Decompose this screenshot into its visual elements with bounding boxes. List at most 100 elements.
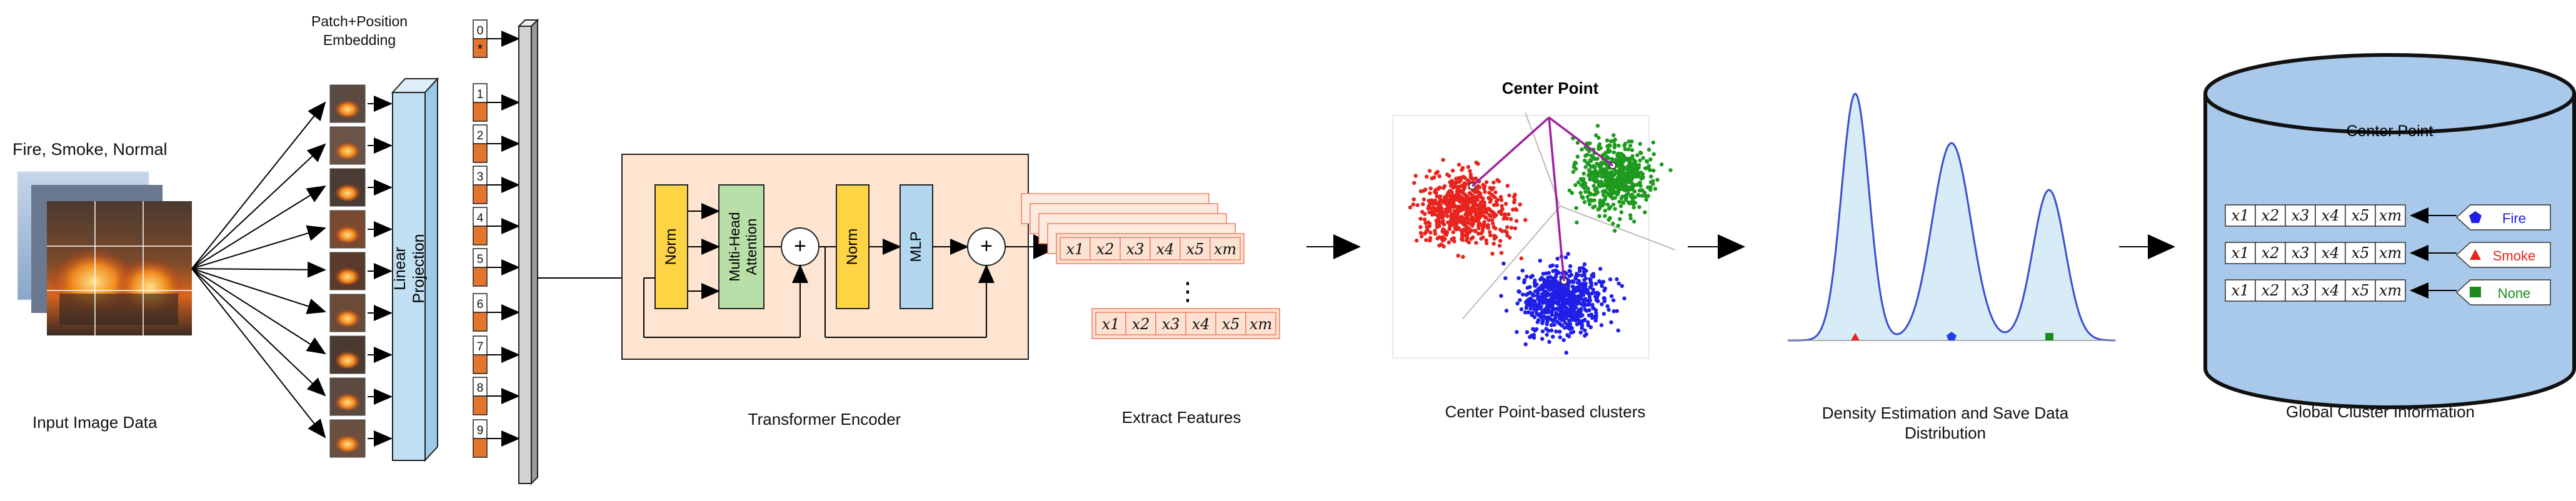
cluster-point (1448, 208, 1453, 212)
cluster-point (1619, 177, 1624, 181)
cluster-point (1622, 296, 1626, 300)
cluster-point (1435, 222, 1440, 227)
cluster-point (1627, 159, 1632, 164)
cluster-point (1588, 280, 1593, 285)
cluster-point (1556, 289, 1561, 294)
position-token: 1 (473, 83, 488, 122)
cluster-point (1491, 203, 1496, 207)
cluster-point (1540, 292, 1545, 296)
cluster-point (1425, 224, 1429, 229)
cluster-point (1651, 152, 1656, 156)
row-token: x5 (2352, 207, 2370, 224)
cluster-point (1453, 204, 1458, 208)
cluster-point (1415, 238, 1419, 243)
cluster-point (1561, 338, 1566, 342)
cluster-point (1576, 180, 1581, 185)
cluster-point (1461, 174, 1466, 179)
cluster-point (1598, 168, 1603, 172)
cluster-point (1411, 197, 1416, 202)
cluster-point (1630, 148, 1635, 152)
cluster-point (1453, 196, 1458, 201)
cluster-point (1595, 161, 1599, 166)
feature-token: x5 (1186, 241, 1205, 258)
cluster-point (1567, 295, 1571, 299)
cluster-group (1499, 252, 1626, 355)
cluster-point (1460, 237, 1465, 242)
cluster-point (1620, 180, 1624, 184)
cluster-point (1541, 314, 1546, 319)
cluster-point (1610, 179, 1614, 183)
cluster-point (1540, 310, 1545, 315)
cluster-point (1576, 313, 1581, 317)
cluster-point (1467, 196, 1471, 201)
cluster-point (1531, 293, 1536, 298)
cluster-point (1447, 174, 1451, 178)
cluster-point (1516, 276, 1521, 280)
feature-token: x2 (1132, 315, 1150, 333)
cluster-point (1478, 214, 1483, 218)
cluster-point (1565, 322, 1570, 327)
cluster-point (1525, 274, 1529, 279)
cluster-point (1563, 255, 1568, 260)
cluster-point (1608, 188, 1612, 192)
linear-projection-block: Linear Projection (391, 77, 439, 462)
cluster-point (1586, 198, 1591, 203)
cluster-point (1549, 297, 1554, 301)
cluster-point (1586, 320, 1590, 325)
database-top (2203, 53, 2576, 134)
cluster-point (1456, 254, 1460, 258)
mlp-block (900, 184, 933, 309)
norm-1-label: Norm (663, 229, 679, 265)
cluster-point (1437, 174, 1441, 179)
cluster-point (1546, 279, 1551, 283)
embedding-title-1: Patch+Position (311, 13, 408, 29)
cluster-point (1505, 230, 1509, 235)
cluster-point (1467, 230, 1472, 234)
cluster-point (1601, 312, 1606, 316)
cluster-point (1461, 188, 1465, 193)
cluster-point (1487, 191, 1491, 195)
cluster-point (1444, 207, 1448, 212)
cluster-point (1501, 261, 1506, 265)
cluster-point (1423, 212, 1427, 216)
cluster-point (1619, 196, 1624, 201)
cluster-point (1646, 164, 1651, 168)
cluster-point (1610, 157, 1615, 161)
cluster-point (1603, 169, 1607, 174)
cluster-point (1507, 193, 1511, 198)
cluster-point (1638, 181, 1642, 185)
cluster-point (1445, 231, 1450, 235)
cluster-group (1567, 124, 1673, 233)
cluster-point (1572, 307, 1576, 311)
cluster-point (1456, 187, 1461, 192)
cluster-point (1480, 210, 1485, 214)
cluster-point (1593, 165, 1597, 170)
cluster-point (1486, 223, 1490, 227)
cluster-point (1609, 320, 1613, 325)
cluster-point (1411, 202, 1416, 207)
cluster-point (1438, 197, 1442, 201)
cluster-point (1528, 335, 1532, 339)
cluster-point (1449, 223, 1454, 227)
cluster-point (1575, 141, 1580, 145)
cluster-point (1582, 200, 1587, 204)
cluster-point (1465, 233, 1470, 237)
cluster-point (1631, 171, 1635, 176)
row-token: x3 (2292, 244, 2310, 262)
cluster-point (1441, 222, 1446, 226)
cluster-point (1640, 194, 1645, 198)
cluster-point (1486, 218, 1491, 222)
cluster-point (1583, 189, 1588, 194)
cluster-point (1441, 238, 1445, 242)
cluster-point (1615, 192, 1620, 197)
density-plot: Density Estimation and Save Data Distrib… (1788, 92, 2116, 442)
cluster-point (1598, 198, 1603, 203)
cluster-point (1587, 308, 1591, 312)
cluster-point (1441, 157, 1445, 162)
density-area (1788, 94, 2116, 340)
position-number: 2 (477, 129, 484, 142)
cluster-point (1522, 278, 1527, 282)
feature-token: x3 (1162, 315, 1180, 333)
cluster-point (1506, 212, 1511, 217)
